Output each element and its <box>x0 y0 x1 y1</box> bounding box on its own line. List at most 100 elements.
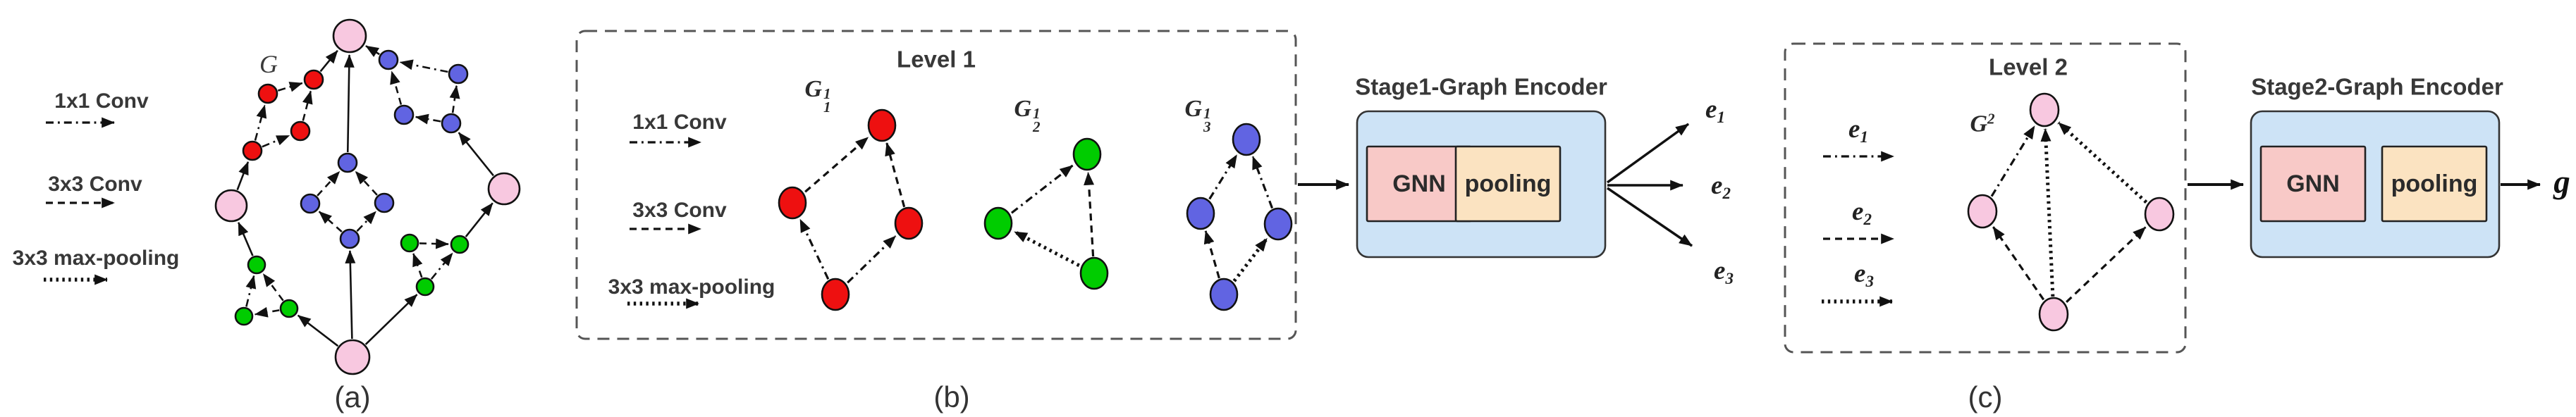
stage1-gnn-label: GNN <box>1392 170 1446 197</box>
level2-graph-g2-edge-b-l <box>1992 226 2045 301</box>
caption-a: (a) <box>334 380 371 413</box>
motif-g13-edge-l-t <box>1208 154 1238 200</box>
level2-graph-g2-node-r <box>2144 197 2175 232</box>
stage1-to-e1-arrow <box>1606 123 1690 184</box>
stage2-pooling-box <box>2381 145 2488 223</box>
cell-graph-a-node-btr <box>448 63 469 85</box>
cell-graph-a-edge-bml-btl <box>390 70 403 105</box>
motif-g11-node-t <box>867 108 897 142</box>
cell-graph-a-node-btl <box>378 49 399 70</box>
cell-graph-a-node-ct <box>337 152 358 173</box>
motif-g11-edge-l-t <box>804 136 869 193</box>
cell-graph-a-node-r3 <box>290 120 311 142</box>
cell-graph-a-edge-glt-L <box>238 222 254 256</box>
cell-graph-a-edge-cb-cl <box>318 211 343 232</box>
motif-g12-edge-b-l <box>1013 230 1080 268</box>
stage1-output-e2-label: e2 <box>1711 171 1731 202</box>
legend-c-e3-label: e3 <box>1854 259 1874 290</box>
cell-graph-a-edge-glr-glt <box>262 273 284 301</box>
cell-graph-a-edge-gll-glt <box>245 275 257 307</box>
cell-graph-a-edge-grb-grl <box>412 253 423 278</box>
stage2-title: Stage2-Graph Encoder <box>2251 73 2503 100</box>
stage2-output-g-label: g <box>2553 163 2570 201</box>
level2-graph-g2-edge-l-t <box>1990 125 2036 197</box>
motif-g11-node-l <box>778 186 807 220</box>
cell-graph-a-node-glr <box>279 299 299 318</box>
motif-g12-node-l <box>983 206 1013 240</box>
cell-graph-a-node-B <box>334 339 371 375</box>
legend-b-1x1conv-label: 1x1 Conv <box>632 111 727 134</box>
motif-g13-edge-b-r <box>1232 237 1269 282</box>
level2-graph-g2-node-l <box>1967 194 1998 229</box>
cell-graph-a-edge-bmr-btr <box>449 85 460 113</box>
level1-title: Level 1 <box>897 46 976 73</box>
level2-graph-g2-node-t <box>2029 92 2060 127</box>
level1-box <box>575 30 1297 340</box>
level2-graph-g2-edge-b-r <box>2066 226 2147 303</box>
motif-g13-node-r <box>1263 207 1293 241</box>
motif-g11-edge-b-r <box>847 235 897 284</box>
stage1-output-e3-label: e3 <box>1714 256 1734 287</box>
legend-a-1x1conv-label: 1x1 Conv <box>54 89 149 113</box>
stage1-output-e1-label: e1 <box>1705 95 1725 126</box>
cell-graph-a-node-r4 <box>242 140 263 161</box>
level2-graph-label: G2 <box>1970 110 1995 137</box>
cell-graph-a-edge-R-bmr <box>458 132 494 177</box>
cell-graph-a-node-cl <box>300 193 321 214</box>
cell-graph-a-node-bmr <box>441 113 462 134</box>
cell-graph-a-edge-glr-gll <box>254 306 280 318</box>
level2-graph-g2-edge-r-t <box>2057 121 2148 204</box>
level2-graph-g2-node-b <box>2038 297 2069 332</box>
cell-graph-a-edge-B-cb <box>345 250 356 340</box>
cell-graph-a-edge-grb-grr <box>430 252 453 280</box>
cell-graph-a-node-cr <box>374 192 395 213</box>
caption-b: (b) <box>933 380 970 413</box>
cell-graph-a-edge-L-r4 <box>236 161 250 191</box>
cell-graph-a-node-grb <box>415 277 435 297</box>
cell-graph-a-edge-grr-R <box>465 202 493 237</box>
motif-g12-edge-b-t <box>1084 172 1095 257</box>
motif-g13-edge-r-t <box>1251 156 1274 209</box>
stage2-gnn-label: GNN <box>2286 170 2340 197</box>
cell-graph-a-edge-r1-r2 <box>277 82 303 92</box>
cell-graph-a-edge-cr-ct <box>355 170 378 196</box>
legend-a-maxpool-label: 3x3 max-pooling <box>12 247 180 270</box>
legend-b-3x3conv-label: 3x3 Conv <box>632 199 727 222</box>
cell-graph-a-edge-r4-r3 <box>262 135 290 148</box>
legend-c-e2-label: e2 <box>1852 197 1872 228</box>
cell-graph-a-edge-r2-T <box>319 50 338 73</box>
stage1-pooling-box <box>1454 145 1562 223</box>
cell-graph-a-node-glt <box>247 255 266 275</box>
graph-a-label: G <box>259 50 278 78</box>
legend-b-maxpool-label: 3x3 max-pooling <box>608 275 775 299</box>
stage2-gnn-box <box>2259 145 2367 223</box>
motif-g12-node-b <box>1079 256 1109 290</box>
cell-graph-a-node-grl <box>400 233 419 253</box>
motif-g12-node-t <box>1072 137 1102 171</box>
motif-g11-node-r <box>894 206 924 240</box>
motif-g13-edge-b-l <box>1203 230 1220 279</box>
cell-graph-a-node-grr <box>450 235 470 254</box>
cell-graph-a-node-bml <box>393 104 415 125</box>
level2-graph-g2-edge-b-t <box>2040 128 2055 297</box>
caption-c: (c) <box>1968 380 2003 413</box>
legend-c-e1-label: e1 <box>1848 115 1868 146</box>
stage1-to-e3-arrow <box>1607 187 1693 247</box>
cell-graph-a-edge-grl-grr <box>419 238 449 249</box>
cell-graph-a-edge-ct-T <box>343 54 355 153</box>
motif-g12-edge-l-t <box>1010 164 1074 214</box>
cell-graph-a-node-R <box>487 172 521 206</box>
legend-a-3x3conv-label: 3x3 Conv <box>48 173 142 196</box>
motif-g13-node-b <box>1209 278 1239 311</box>
cell-graph-a-edge-r3-r2 <box>302 90 313 121</box>
cell-graph-a-edge-B-glr <box>297 314 339 347</box>
stage1-title: Stage1-Graph Encoder <box>1355 73 1607 100</box>
cell-graph-a-edge-B-grb <box>364 294 418 345</box>
motif-g11-edge-b-l <box>799 218 830 280</box>
cell-graph-a-node-r1 <box>257 83 278 104</box>
